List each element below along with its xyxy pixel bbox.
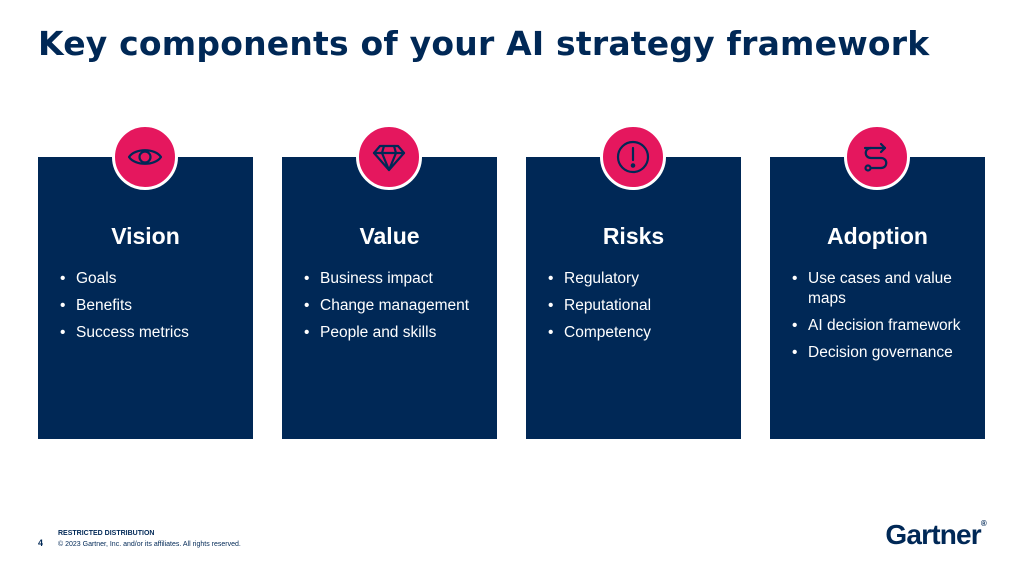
card-title: Value — [359, 223, 420, 249]
alert-icon — [600, 124, 666, 190]
bullet-list: Business impact Change management People… — [304, 269, 483, 350]
vision-card: Vision Goals Benefits Success metrics — [38, 157, 253, 439]
bullet-list: Goals Benefits Success metrics — [60, 269, 239, 350]
bullet-item: Change management — [304, 296, 483, 316]
bullet-item: People and skills — [304, 323, 483, 343]
adoption-card: Adoption Use cases and value maps AI dec… — [770, 157, 985, 439]
eye-icon — [112, 124, 178, 190]
gartner-logo: Gartner® — [885, 519, 986, 551]
registered-mark: ® — [980, 519, 987, 528]
risks-card: Risks Regulatory Reputational Competency — [526, 157, 741, 439]
bullet-item: Success metrics — [60, 323, 239, 343]
bullet-list: Regulatory Reputational Competency — [548, 269, 727, 350]
card-title: Risks — [602, 223, 665, 249]
bullet-list: Use cases and value maps AI decision fra… — [792, 269, 971, 370]
restricted-distribution-label: RESTRICTED DISTRIBUTION — [58, 530, 155, 537]
page-number: 4 — [38, 538, 44, 548]
route-icon — [844, 124, 910, 190]
bullet-item: Reputational — [548, 296, 727, 316]
bullet-item: AI decision framework — [792, 316, 971, 336]
bullet-item: Use cases and value maps — [792, 269, 971, 309]
card-title: Adoption — [827, 223, 928, 249]
bullet-item: Goals — [60, 269, 239, 289]
bullet-item: Business impact — [304, 269, 483, 289]
bullet-item: Benefits — [60, 296, 239, 316]
diamond-icon — [356, 124, 422, 190]
copyright-notice: © 2023 Gartner, Inc. and/or its affiliat… — [58, 541, 241, 548]
slide-title: Key components of your AI strategy frame… — [38, 24, 930, 63]
bullet-item: Competency — [548, 323, 727, 343]
value-card: Value Business impact Change management … — [282, 157, 497, 439]
card-title: Vision — [111, 223, 180, 249]
bullet-item: Regulatory — [548, 269, 727, 289]
logo-text: Gartner — [885, 519, 981, 550]
bullet-item: Decision governance — [792, 343, 971, 363]
